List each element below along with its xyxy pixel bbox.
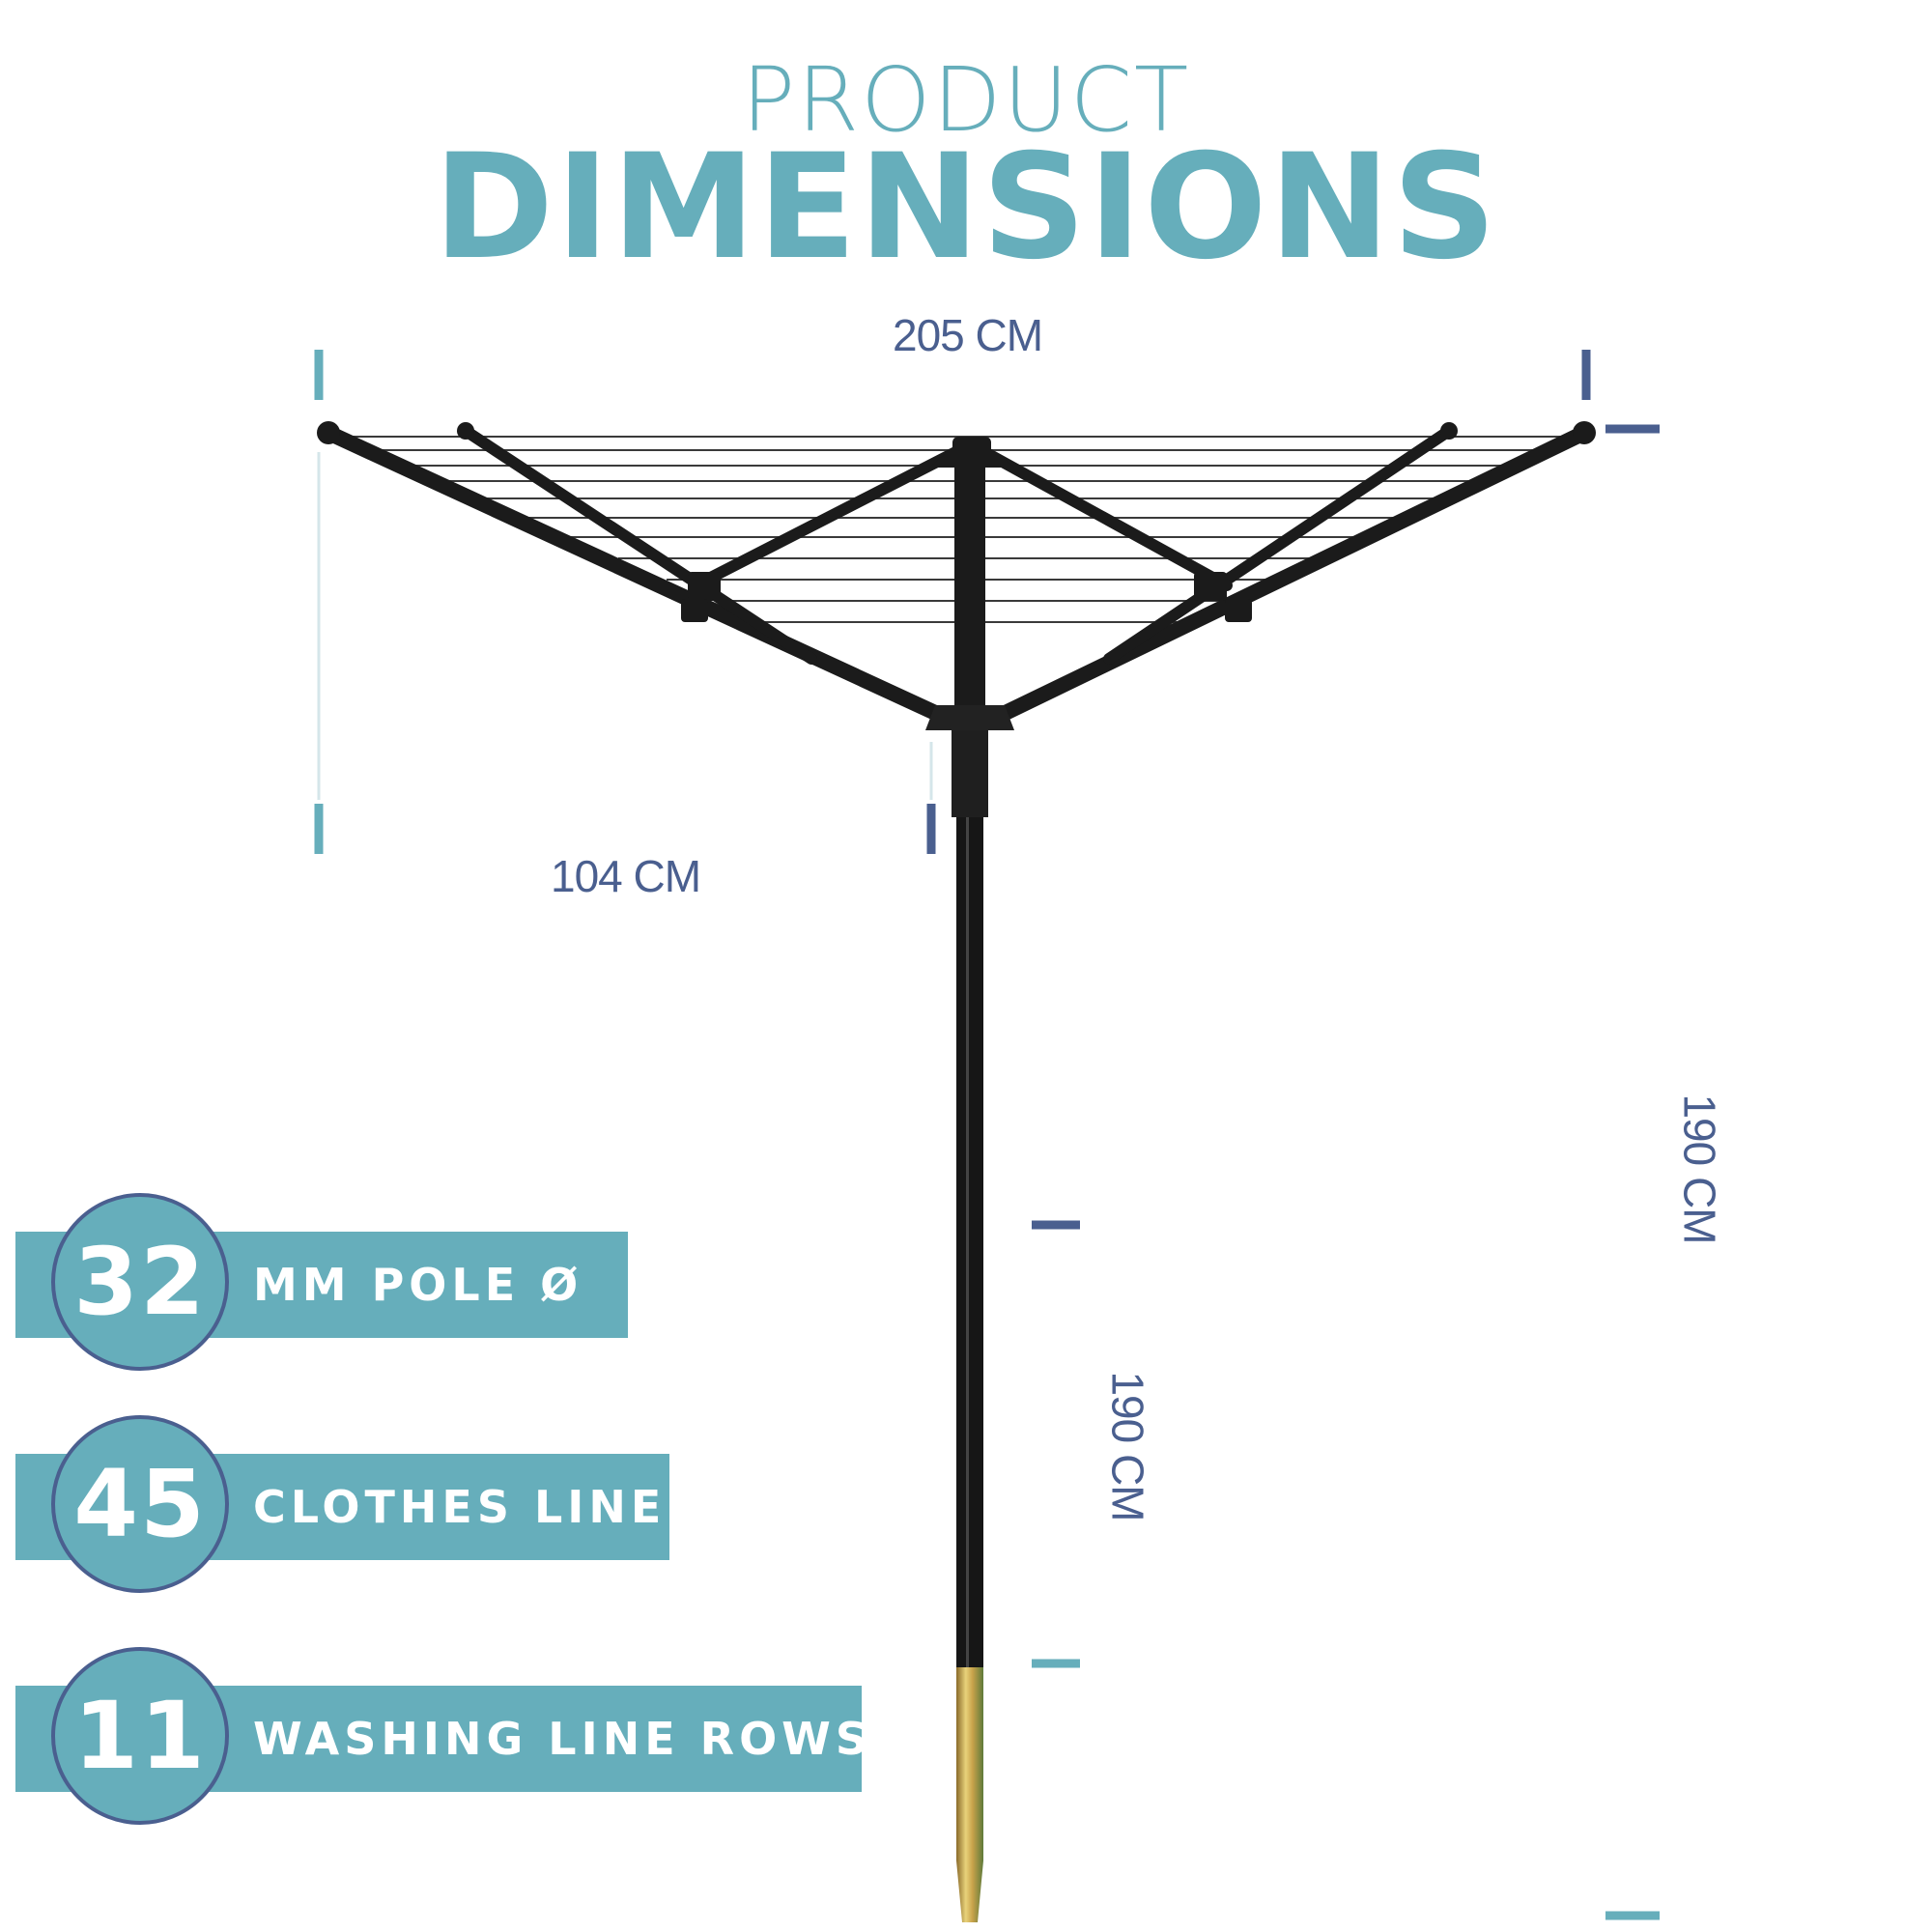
feature-label: MM POLE Ø	[253, 1259, 583, 1311]
spike-dimension-line	[1032, 1220, 1080, 1668]
height-label: 190 CM	[1674, 1094, 1725, 1244]
arm-length-dimension-line	[314, 452, 936, 854]
feature-label: WASHING LINE ROWS	[253, 1713, 873, 1765]
spike-label: 190 CM	[1102, 1371, 1153, 1521]
dryer-arms	[321, 425, 1592, 730]
feature-clothes-line: 45 CLOTHES LINE	[15, 1415, 669, 1593]
feature-number-circle: 11	[51, 1647, 229, 1825]
title-product: PRODUCT	[741, 48, 1191, 152]
pole	[925, 454, 1014, 1667]
feature-label: CLOTHES LINE	[253, 1481, 667, 1533]
width-dimension-line	[314, 350, 1591, 400]
feature-number-circle: 32	[51, 1193, 229, 1371]
width-label: 205 CM	[893, 310, 1043, 360]
feature-number-circle: 45	[51, 1415, 229, 1593]
height-dimension-line	[1605, 424, 1660, 1920]
ground-spike	[956, 1667, 983, 1922]
arm-caps	[317, 421, 1596, 622]
feature-pole-diameter: 32 MM POLE Ø	[15, 1193, 628, 1371]
arm-length-label: 104 CM	[551, 851, 701, 901]
feature-washing-rows: 11 WASHING LINE ROWS	[15, 1647, 867, 1825]
title-dimensions: DIMENSIONS	[433, 124, 1499, 292]
